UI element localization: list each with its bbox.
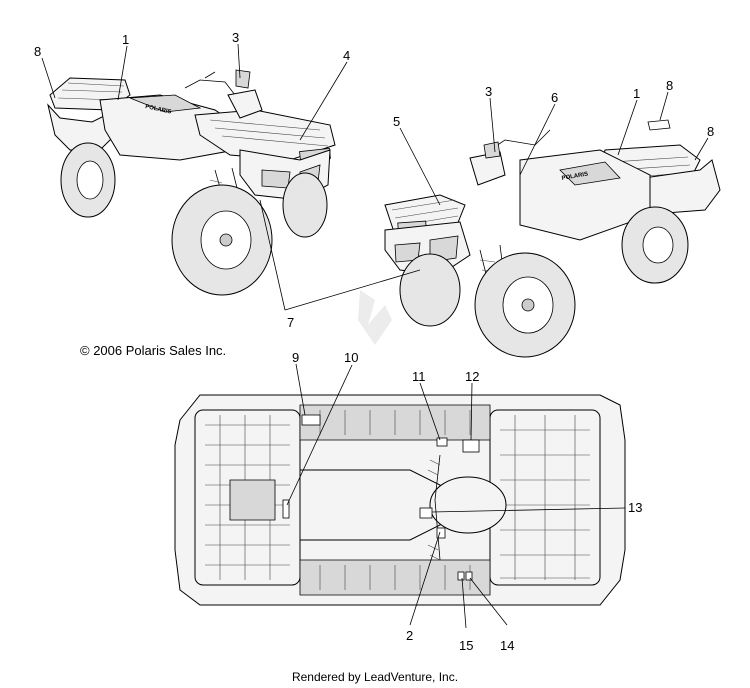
callout-3: 3 bbox=[485, 84, 492, 99]
callout-6: 6 bbox=[551, 90, 558, 105]
callout-10: 10 bbox=[344, 350, 358, 365]
callout-8: 8 bbox=[707, 124, 714, 139]
callout-1: 1 bbox=[633, 86, 640, 101]
callout-8: 8 bbox=[34, 44, 41, 59]
callout-3: 3 bbox=[232, 30, 239, 45]
rendered-by-footer: Rendered by LeadVenture, Inc. bbox=[291, 670, 459, 684]
callout-8: 8 bbox=[666, 78, 673, 93]
callout-4: 4 bbox=[343, 48, 350, 63]
callout-15: 15 bbox=[459, 638, 473, 653]
decal-14 bbox=[465, 571, 473, 581]
decal-12 bbox=[462, 439, 480, 453]
decal-13 bbox=[419, 507, 433, 519]
callout-7: 7 bbox=[287, 315, 294, 330]
callout-12: 12 bbox=[465, 369, 479, 384]
callout-5: 5 bbox=[393, 114, 400, 129]
decal-11 bbox=[436, 437, 448, 447]
callout-1: 1 bbox=[122, 32, 129, 47]
decal-15 bbox=[457, 571, 465, 581]
atv-top-view bbox=[174, 394, 626, 606]
decal-9 bbox=[301, 414, 321, 426]
seat-decal-text: POLARIS bbox=[145, 104, 172, 115]
callout-14: 14 bbox=[500, 638, 514, 653]
atv-left-view: POLARIS bbox=[47, 69, 336, 296]
leader-lines bbox=[41, 43, 709, 629]
callout-11: 11 bbox=[412, 369, 426, 384]
seat-decal-text-2: POLARIS bbox=[561, 171, 588, 182]
copyright-notice: © 2006 Polaris Sales Inc. bbox=[80, 343, 227, 358]
atv-right-view: POLARIS bbox=[384, 129, 721, 358]
decal-8-right bbox=[647, 119, 671, 131]
callout-9: 9 bbox=[292, 350, 299, 365]
decal-10 bbox=[282, 499, 290, 519]
callouts: 8 1 3 4 3 6 1 8 8 5 7 9 10 11 12 13 2 15… bbox=[34, 30, 714, 653]
callout-13: 13 bbox=[628, 500, 642, 515]
decal-2 bbox=[436, 527, 446, 539]
callout-2: 2 bbox=[406, 628, 413, 643]
